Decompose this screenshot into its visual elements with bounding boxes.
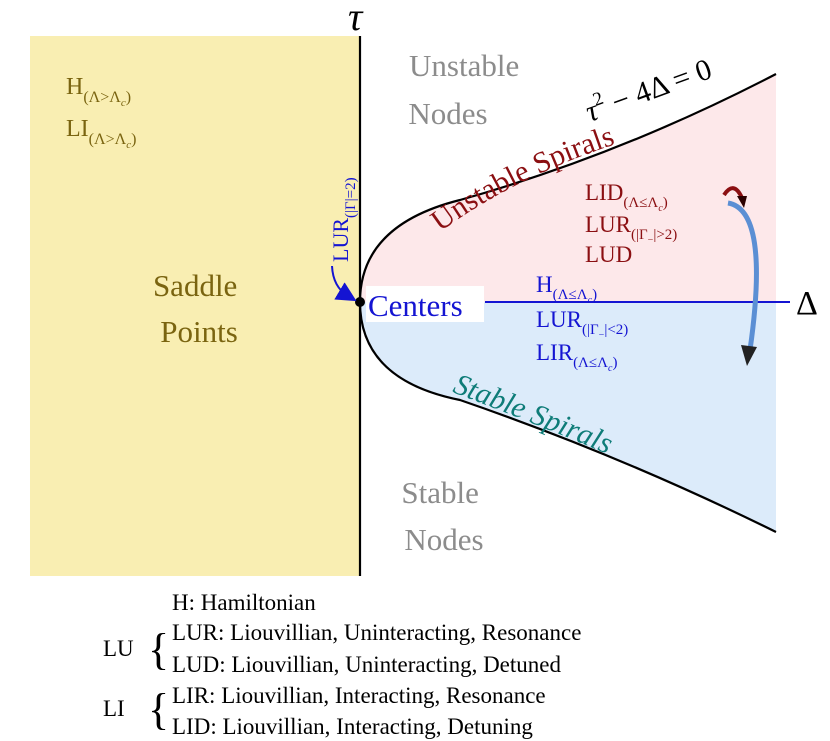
unstable-nodes-label: Unstable Nodes [408, 48, 527, 131]
stable-nodes-label: Stable Nodes [401, 475, 486, 557]
stable-spiral-region [360, 302, 776, 532]
legend-li-group: LI [103, 696, 125, 721]
legend-h: H: Hamiltonian [172, 590, 316, 615]
transition-arrow [727, 200, 759, 351]
transition-arrowhead [741, 345, 757, 366]
delta-axis-label: Δ [796, 285, 818, 322]
unstable-item-lud: LUD [585, 242, 632, 267]
legend-lur: LUR: Liouvillian, Uninteracting, Resonan… [172, 620, 581, 645]
legend-lu-group: LU [103, 636, 134, 661]
legend-lud: LUD: Liouvillian, Uninteracting, Detuned [172, 652, 561, 677]
legend-li-brace: { [148, 685, 169, 734]
parabola-upper-branch [358, 73, 777, 303]
saddle-item-h: H(Λ>Λc) [66, 74, 131, 109]
center-item-lir: LIR(Λ≤Λc) [536, 340, 618, 374]
unstable-item-lur: LUR(|Γ−|>2) [585, 212, 677, 246]
lur-gamma-two-label: LUR(|Γ|=2) [328, 177, 359, 262]
center-item-h: H(Λ≤Λc) [536, 272, 597, 306]
centers-label-bg [366, 286, 484, 322]
saddle-item-li: LI(Λ>Λc) [66, 116, 136, 151]
parabola-lower-branch [358, 301, 777, 533]
legend-lu-brace: { [148, 625, 169, 674]
saddle-region [30, 36, 360, 576]
legend: H: Hamiltonian LU { LUR: Liouvillian, Un… [103, 590, 581, 739]
unstable-item-lid: LID(Λ≤Λc) [585, 180, 668, 214]
tau-axis-label: τ [348, 0, 364, 39]
centers-label: Centers [368, 288, 463, 323]
legend-lid: LID: Liouvillian, Interacting, Detuning [172, 714, 533, 739]
unstable-spiral-region [360, 74, 776, 302]
center-item-lur: LUR(|Γ−|<2) [536, 307, 628, 341]
lur-gamma-two-arrow [331, 265, 357, 302]
legend-lir: LIR: Liouvillian, Interacting, Resonance [172, 683, 546, 708]
unstable-curl-arrowhead [737, 196, 747, 208]
origin-point [355, 297, 365, 307]
saddle-points-label: Saddle Points [153, 268, 245, 349]
unstable-curl-arrow [722, 186, 744, 199]
